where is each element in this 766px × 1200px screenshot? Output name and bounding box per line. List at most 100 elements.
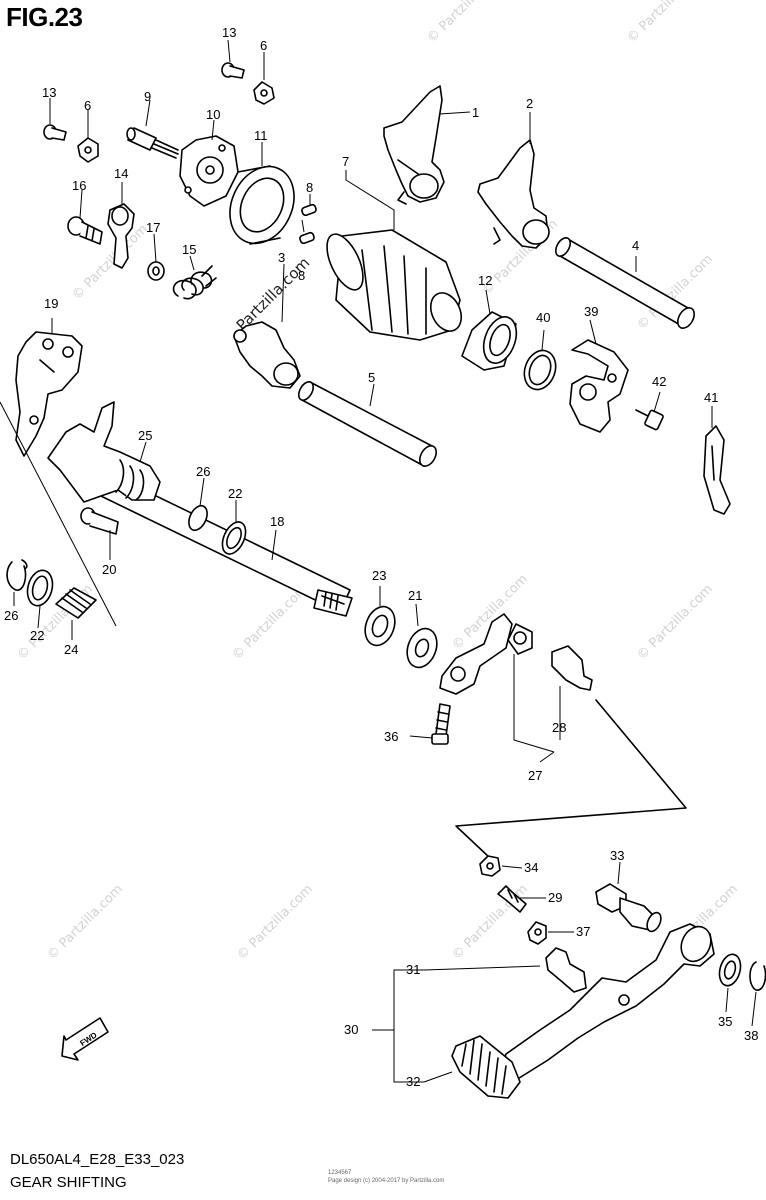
spring-part-15 [172,265,217,300]
gearshift-lever-part-30 [499,923,715,1081]
fine-print-id: 1234567 [328,1170,352,1176]
washer-part-21 [406,627,438,669]
callout-30: 30 [344,1022,358,1037]
bearing-part-11 [229,165,295,245]
washer-part-6-lower [77,137,99,163]
callout-10: 10 [206,107,220,122]
callout-7: 7 [342,154,349,169]
bolt-part-29 [497,885,527,913]
callout-21: 21 [408,588,422,603]
stopper-part-14 [107,203,135,269]
callout-27: 27 [528,768,542,783]
figure-title: FIG.23 [6,2,83,32]
fine-print-copyright: Page design (c) 2004-2017 by Partzilla.c… [328,1178,445,1184]
callout-31: 31 [406,962,420,977]
lever-rubber-part-32 [451,1035,521,1099]
callout-39: 39 [584,304,598,319]
callout-6-upper: 6 [260,38,267,53]
callout-2: 2 [526,96,533,111]
callout-labels: 13 6 13 6 9 10 11 1 2 7 8 8 16 14 17 15 … [4,25,758,1089]
bolt-part-13-upper [221,62,245,79]
callout-41: 41 [704,390,718,405]
bolt-part-42 [635,409,664,431]
shift-fork-part-3 [233,321,301,389]
washer-part-22-shaft [221,521,247,555]
washer-part-35 [718,953,742,987]
snap-ring-part-26-shaft [188,504,208,532]
bolt-part-13-lower [43,124,67,141]
callout-6-lower: 6 [84,98,91,113]
callout-33: 33 [610,848,624,863]
callout-15: 15 [182,242,196,257]
callout-38: 38 [744,1028,758,1043]
callout-23: 23 [372,568,386,583]
callout-4: 4 [632,238,639,253]
ball-joint-part-28 [551,645,593,691]
shift-arm-part-25 [47,401,161,503]
callout-22-shaft: 22 [228,486,242,501]
shift-link-part-27 [439,613,533,695]
callout-28: 28 [552,720,566,735]
callout-34: 34 [524,860,538,875]
fwd-arrow-icon [61,1017,109,1061]
bolt-part-20 [80,507,119,535]
pivot-bolt-part-33 [595,883,662,933]
circlip-part-38 [749,961,766,991]
callout-13-upper: 13 [222,25,236,40]
callout-35: 35 [718,1014,732,1029]
washer-part-22-left [26,569,54,607]
cam-plate-part-10 [179,135,239,207]
pin-part-9 [126,127,179,159]
model-code: DL650AL4_E28_E33_023 [10,1151,185,1168]
callout-42: 42 [652,374,666,389]
gearshift-cam-part-7 [326,229,463,341]
o-ring-part-40 [523,349,557,391]
callout-18: 18 [270,514,284,529]
shift-fork-part-2 [477,139,550,249]
washer-part-6-upper [253,81,275,105]
callout-37: 37 [576,924,590,939]
spring-part-24 [55,587,97,619]
bolt-part-36 [431,703,451,745]
callout-40: 40 [536,310,550,325]
bolt-part-16 [67,216,103,245]
link-rod-path [455,699,687,859]
callout-14: 14 [114,166,128,181]
shift-fork-part-1 [383,85,445,205]
callout-3: 3 [278,250,285,265]
bearing-part-12 [461,311,518,371]
callout-26-left: 26 [4,608,18,623]
callout-29: 29 [548,890,562,905]
nut-part-37 [527,921,547,945]
callout-20: 20 [102,562,116,577]
bracket-part-39 [569,339,629,433]
callout-32: 32 [406,1074,420,1089]
section-description: GEAR SHIFTING [10,1174,127,1191]
callout-25: 25 [138,428,152,443]
callout-5: 5 [368,370,375,385]
callout-8-upper: 8 [306,180,313,195]
callout-16: 16 [72,178,86,193]
nut-part-34 [479,855,501,877]
callout-36: 36 [384,729,398,744]
callout-24: 24 [64,642,78,657]
bolt-part-31 [545,947,587,993]
leader-lines [0,39,757,1083]
callout-12: 12 [478,273,492,288]
pin-part-8-upper [301,203,317,217]
callout-8-lower: 8 [298,268,305,283]
fork-shaft-5 [297,381,437,467]
callout-13-lower: 13 [42,85,56,100]
callout-19: 19 [44,296,58,311]
pin-part-8-lower [299,231,315,245]
callout-1: 1 [472,105,479,120]
washer-part-17 [147,261,165,281]
callout-26-shaft: 26 [196,464,210,479]
oil-seal-part-23 [364,605,396,647]
callout-22-left: 22 [30,628,44,643]
callout-9: 9 [144,89,151,104]
callout-11: 11 [254,128,268,143]
fork-shaft-4 [554,237,695,329]
